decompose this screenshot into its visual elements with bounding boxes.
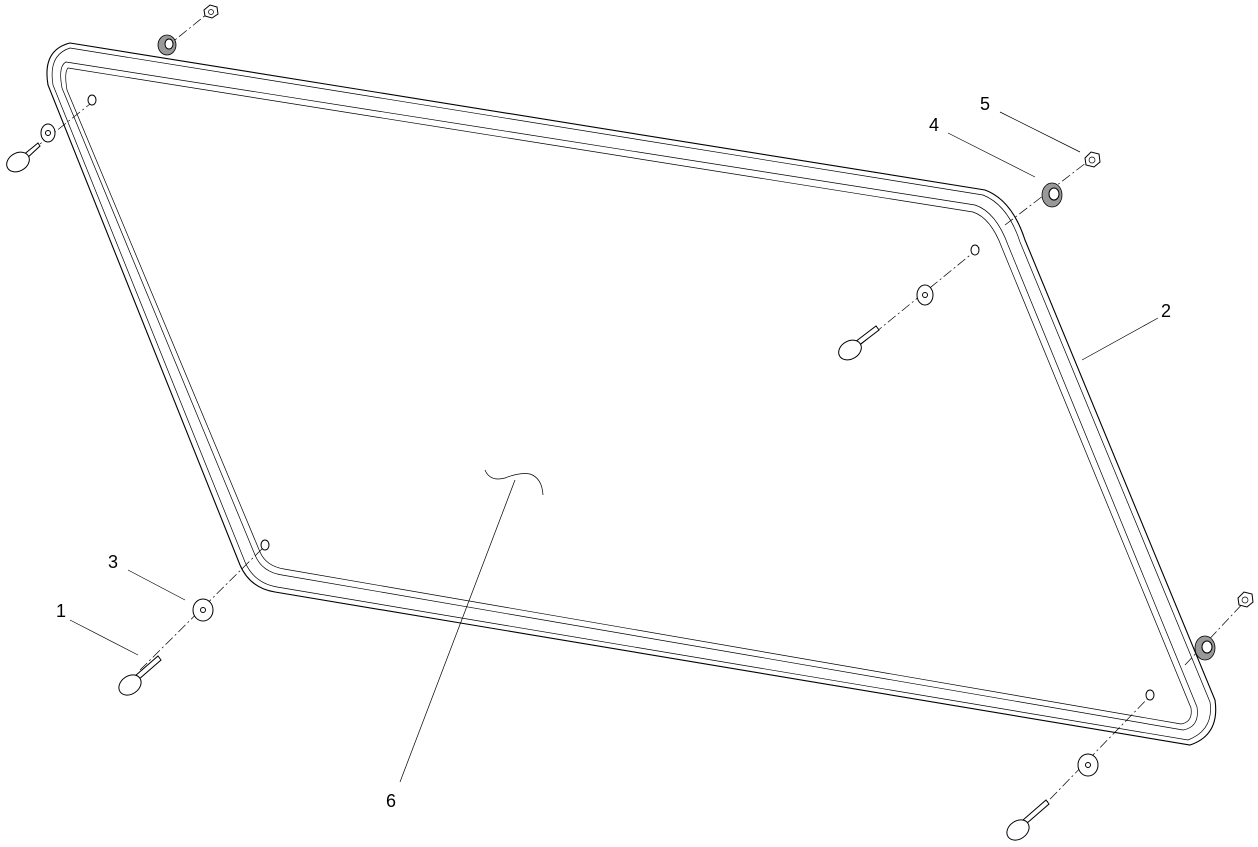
nut — [203, 4, 219, 19]
leader-3 — [127, 569, 186, 601]
fastener-set-top-left — [6, 4, 219, 173]
leader-4 — [947, 132, 1036, 178]
callout-2: 2 — [1161, 301, 1171, 321]
fastener-set-bottom-left — [118, 539, 270, 696]
leader-5 — [999, 111, 1081, 153]
nut — [1084, 151, 1101, 168]
callout-3: 3 — [108, 552, 118, 572]
leader-6 — [399, 479, 516, 783]
bolt — [1022, 799, 1050, 825]
leader-lines — [69, 111, 1159, 783]
glass-marker — [484, 469, 544, 496]
mounting-hole — [970, 244, 980, 256]
bolt-head — [118, 674, 142, 696]
callout-4: 4 — [929, 115, 939, 135]
mounting-hole — [1145, 689, 1155, 701]
bolt-head — [6, 151, 30, 173]
callout-6: 6 — [386, 791, 396, 811]
leader-1 — [69, 619, 139, 656]
mounting-hole — [260, 539, 270, 551]
callout-1: 1 — [56, 601, 66, 621]
fastener-set-top-right — [838, 151, 1101, 361]
bolt-head — [838, 339, 862, 361]
window-panel-frame — [46, 42, 1217, 746]
leader-2 — [1081, 317, 1159, 361]
callout-5: 5 — [980, 94, 990, 114]
mounting-hole — [87, 94, 97, 106]
fastener-set-bottom-right — [1006, 591, 1254, 841]
nut — [1237, 591, 1254, 608]
bolt-head — [1006, 819, 1030, 841]
